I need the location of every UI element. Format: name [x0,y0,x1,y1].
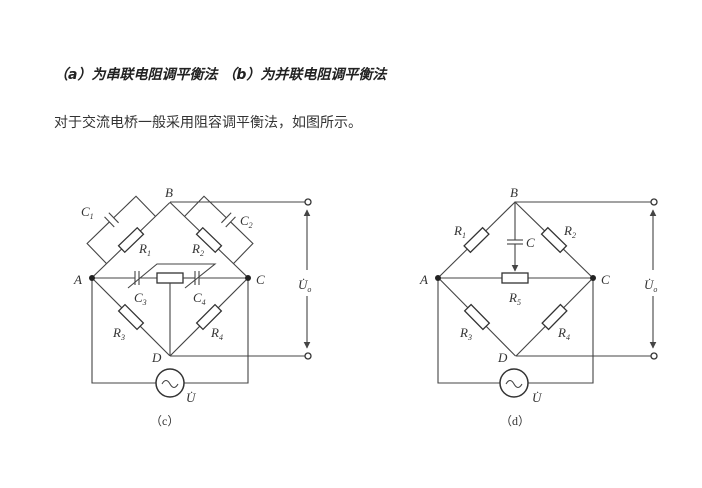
label-r2: R2 [191,241,204,258]
terminal-top [650,198,658,206]
label-r4: R4 [557,325,570,342]
label-r1: R1 [453,223,466,240]
resistor-r3 [463,303,491,331]
label-output-voltage: U̇o [298,277,311,294]
node-b-label: B [510,185,518,200]
resistor-r2 [195,226,223,254]
terminal-top [304,198,312,206]
caption-c: （c） [150,414,179,428]
resistor-r5 [501,272,529,284]
label-r1: R1 [138,241,151,258]
node-c-label: C [601,272,610,287]
resistor-r4 [195,303,223,331]
label-c4: C4 [193,290,206,307]
caption-d: （d） [500,414,530,428]
heading: （a）为串联电阻调平衡法 （b）为并联电阻调平衡法 [54,67,387,83]
label-r2: R2 [563,223,576,240]
paragraph: 对于交流电桥一般采用阻容调平衡法，如图所示。 [54,115,362,131]
figure-d-circuit: B A C D R1 R2 C R5 R3 R4 U̇o U̇ （d） [419,185,658,428]
label-c: C [526,235,535,250]
terminal-bottom [304,352,312,360]
ganged-adjust-line [127,263,217,289]
label-r3: R3 [112,325,125,342]
node-d-label: D [151,350,162,365]
branch-ab [86,195,171,278]
label-source-voltage: U̇ [186,390,197,405]
node-d-label: D [497,350,508,365]
label-r5: R5 [508,290,521,307]
label-source-voltage: U̇ [532,390,543,405]
label-c3: C3 [134,290,147,307]
capacitor-c2 [221,212,232,224]
branch-bc [169,195,254,278]
label-c1: C1 [81,204,94,221]
capacitor-c1 [104,216,115,228]
resistor-r1 [463,226,490,254]
resistor-r2 [540,226,568,254]
node-c-label: C [256,272,265,287]
resistor-r3 [117,303,145,331]
node-a-label: A [419,272,428,287]
node-a-label: A [73,272,82,287]
label-r3: R3 [459,325,472,342]
label-r4: R4 [210,325,223,342]
label-c2: C2 [240,213,253,230]
node-b-label: B [165,185,173,200]
figure-c-circuit: B A C D C1 C2 R1 R2 C3 C4 R3 R4 U̇o U̇ （… [73,185,312,428]
terminal-bottom [650,352,658,360]
resistor-r4 [541,303,568,331]
resistor-potentiometer [156,272,184,284]
label-output-voltage: U̇o [644,277,657,294]
resistor-r1 [117,226,145,254]
